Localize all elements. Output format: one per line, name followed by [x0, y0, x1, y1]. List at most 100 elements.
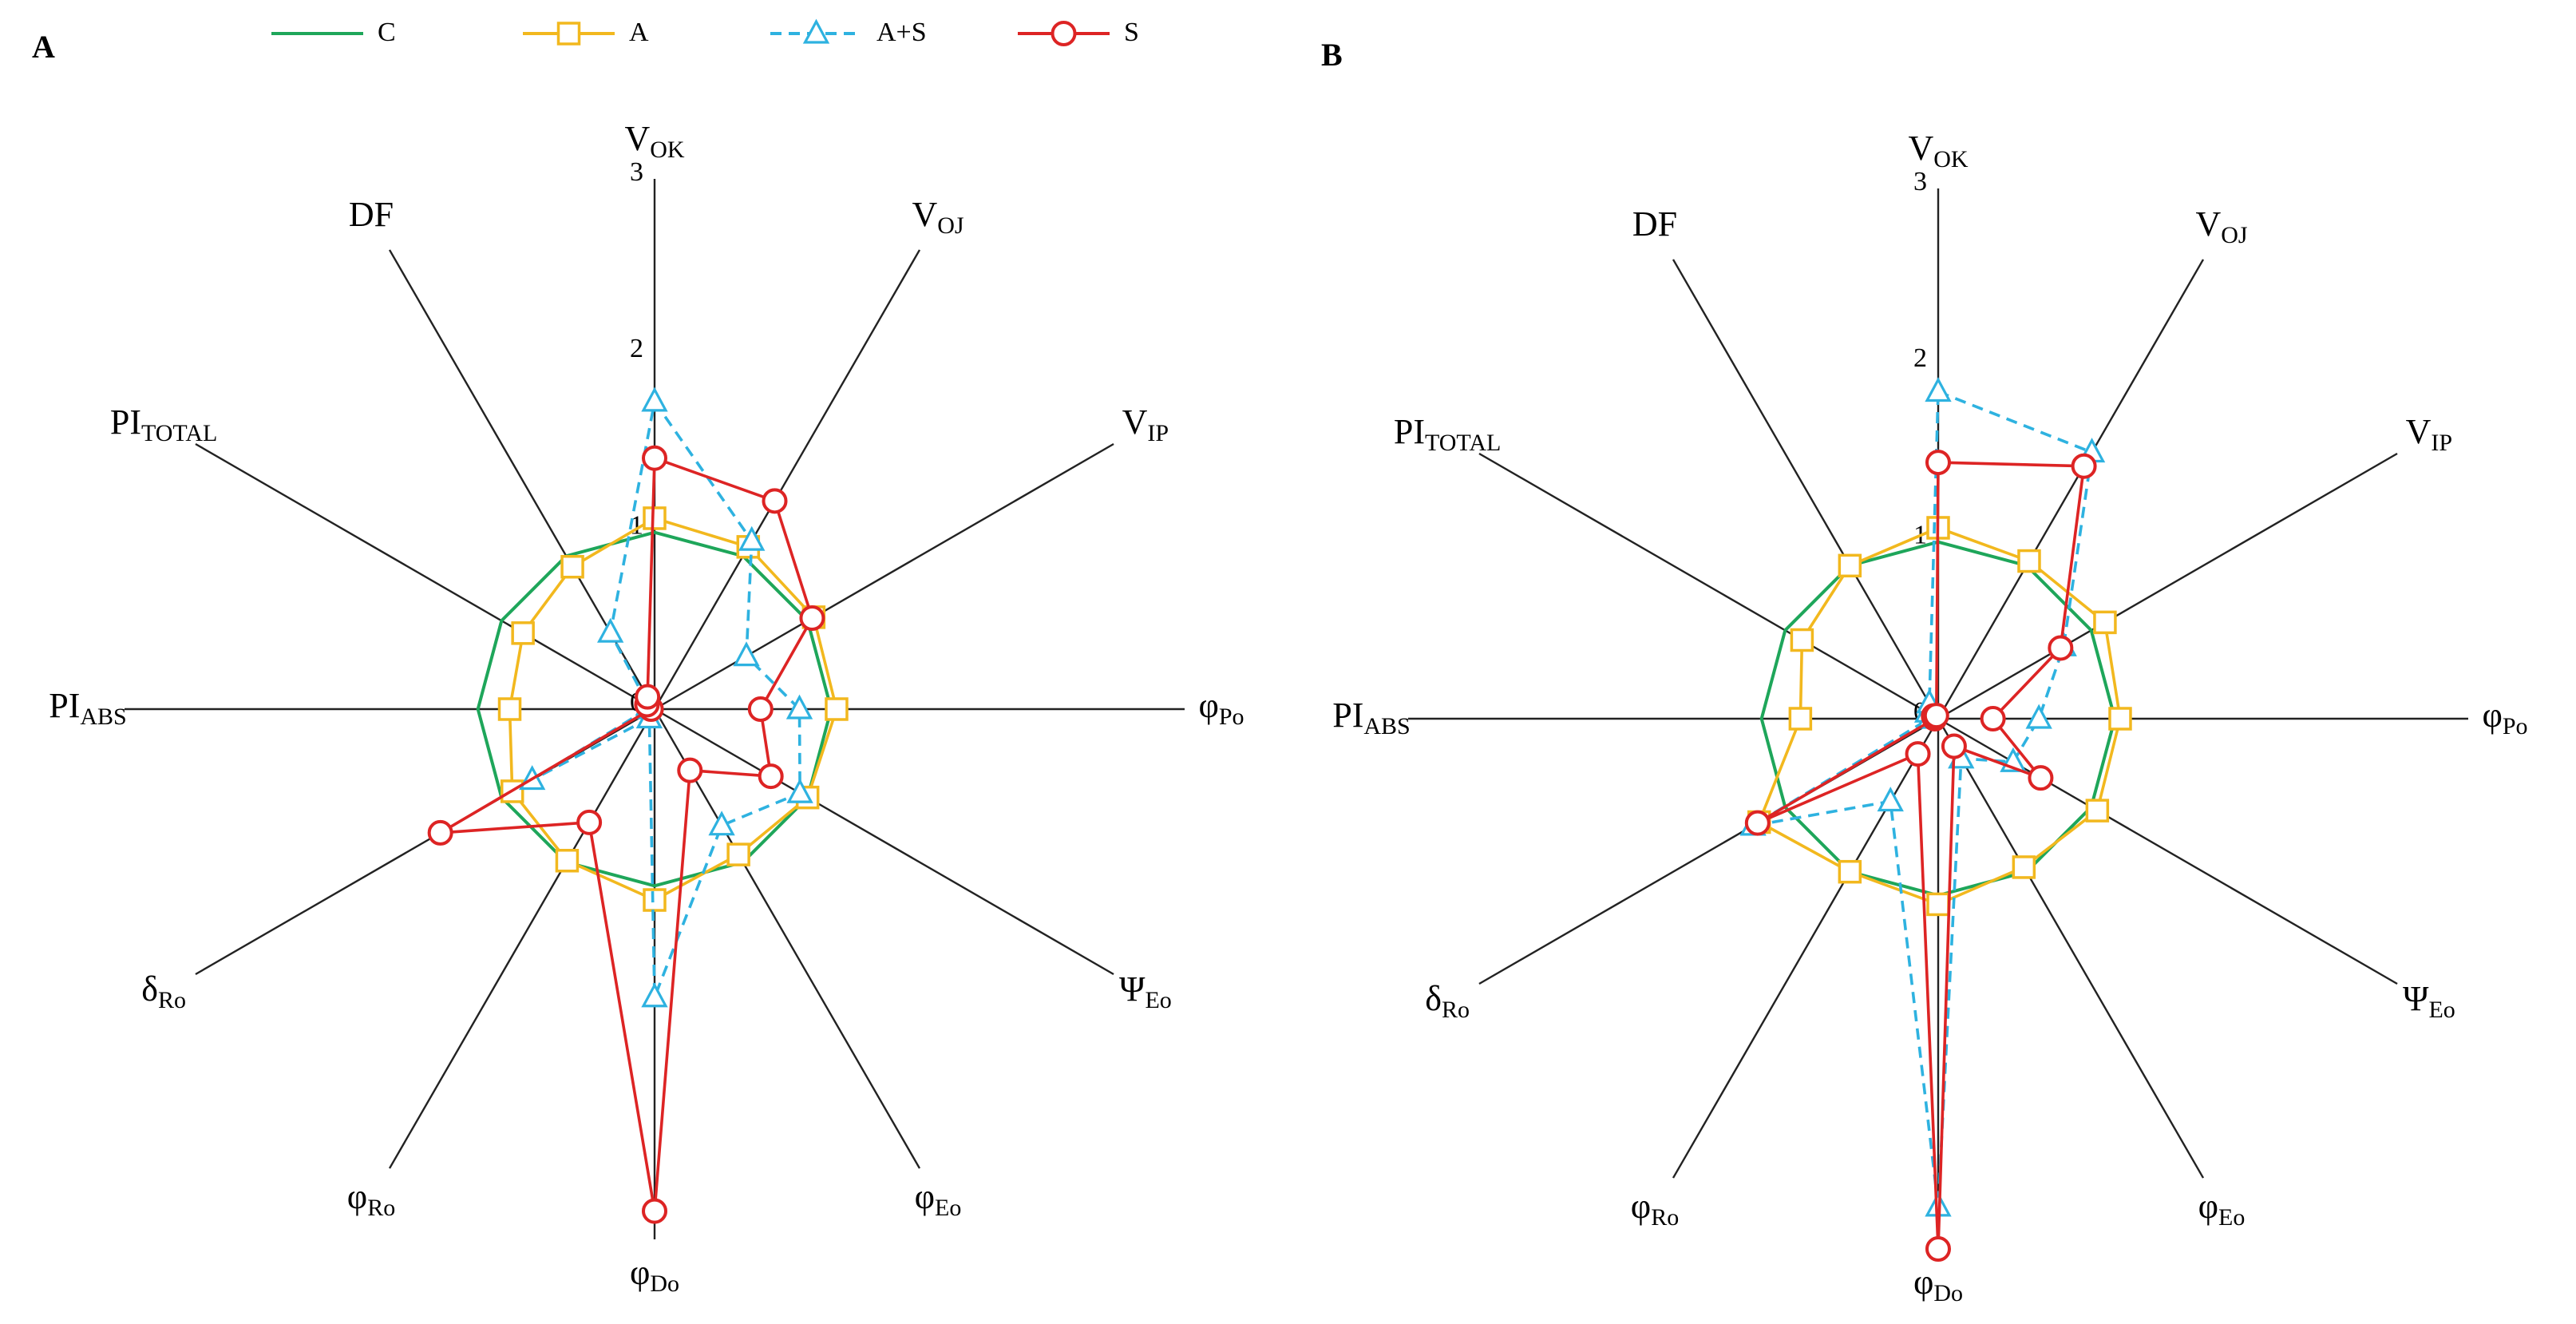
series-a-a-point-5 [726, 842, 750, 866]
spoke-a-4 [654, 708, 1114, 976]
axis-label-b-3: φPo [2482, 696, 2527, 739]
series-a-as-point-11 [596, 617, 624, 643]
series-b-s-point-11 [1923, 703, 1949, 729]
spoke-b-11 [1672, 259, 1940, 719]
legend-label-a: A [629, 18, 649, 47]
series-a-as-point-6 [641, 982, 668, 1008]
legend-label-s: S [1124, 18, 1139, 47]
legend: C A A+S S [271, 18, 1139, 47]
tick-label-a-3: 3 [630, 157, 643, 187]
series-a-as-point-0 [641, 386, 668, 412]
radar-panel-b: B0123VOKVOJVIPφPoΨEoφEoφDoφRoδRoPIABSPIT… [1321, 37, 2528, 1306]
series-a-as-point-4 [786, 778, 813, 803]
series-a-as-point-1 [738, 525, 766, 551]
series-b-a-point-3 [2108, 707, 2132, 731]
series-b-a-point-4 [2085, 799, 2110, 823]
series-a-s-point-6 [642, 1198, 667, 1224]
spoke-b-2 [1937, 452, 2398, 720]
series-b-as-point-0 [1925, 377, 1952, 402]
spoke-b-10 [1478, 452, 1939, 720]
series-b-a-point-9 [1788, 707, 1813, 731]
axis-label-b-5: φEo [2198, 1187, 2246, 1231]
series-a-as-point-3 [785, 694, 813, 719]
series-a-s-point-4 [758, 763, 784, 790]
axis-label-a-11: DF [349, 195, 394, 234]
series-b-a-point-1 [2017, 549, 2041, 573]
series-b-s-point-3 [1980, 706, 2006, 731]
series-b-s-point-8 [1744, 810, 1771, 836]
series-a-a-point-6 [643, 888, 667, 912]
tick-label-a-1: 1 [630, 510, 643, 540]
legend-entry-c: C [271, 18, 396, 47]
legend-entry-as: A+S [770, 18, 927, 47]
series-b-a-point-5 [2012, 855, 2036, 879]
legend-label-as: A+S [876, 18, 927, 47]
axis-label-a-10: PITOTAL [110, 402, 218, 446]
axis-label-b-6: φDo [1913, 1263, 1963, 1306]
series-a-as-point-5 [708, 811, 735, 836]
legend-marker-a-point-0 [556, 22, 581, 46]
axis-label-a-8: δRo [141, 969, 186, 1013]
series-b-a-point-11 [1838, 553, 1862, 578]
tick-label-b-3: 3 [1913, 167, 1927, 196]
series-a-a-point-0 [643, 506, 667, 530]
axis-label-b-9: PIABS [1332, 696, 1410, 739]
axis-label-a-0: VOK [624, 119, 684, 163]
series-b-as-point-3 [2025, 704, 2052, 729]
series-b-as-point-7 [1877, 787, 1904, 812]
series-a-s-point-2 [799, 605, 825, 632]
axis-label-a-6: φDo [630, 1253, 679, 1297]
series-a-s [427, 445, 825, 1224]
panel-label-b: B [1321, 37, 1343, 73]
series-b-s-point-7 [1905, 741, 1931, 767]
series-a-a-point-10 [511, 621, 535, 645]
series-a-a-point-11 [560, 554, 584, 579]
axis-label-a-1: VOJ [912, 195, 964, 239]
spoke-b-5 [1937, 718, 2205, 1179]
series-a-as-point-2 [733, 641, 760, 667]
series-a-s-point-7 [576, 809, 603, 835]
spoke-a-5 [653, 708, 921, 1169]
series-b-s-point-6 [1925, 1236, 1951, 1262]
axis-label-b-0: VOK [1908, 129, 1968, 172]
legend-entry-a: A [523, 18, 649, 47]
series-a-s-point-1 [762, 488, 788, 514]
axis-label-a-9: PIABS [49, 686, 126, 730]
series-a-a-point-7 [555, 849, 580, 873]
series-a-a-point-3 [825, 697, 849, 721]
series-a-s-point-5 [677, 757, 703, 783]
panel-label-a: A [32, 29, 55, 65]
axis-label-a-5: φEo [915, 1177, 962, 1221]
series-a-s-point-8 [427, 819, 453, 846]
series-a-a-point-9 [497, 697, 522, 721]
series-b-s-point-1 [2071, 453, 2097, 479]
axis-label-a-4: ΨEo [1119, 969, 1172, 1013]
series-b-s-point-5 [1941, 733, 1967, 759]
axis-label-b-2: VIP [2406, 412, 2452, 456]
series-b-a-point-6 [1926, 892, 1950, 917]
legend-entry-s: S [1018, 18, 1139, 47]
axis-label-b-4: ΨEo [2403, 979, 2455, 1023]
axis-label-b-1: VOJ [2195, 204, 2247, 248]
axis-label-b-10: PITOTAL [1394, 412, 1502, 456]
spoke-a-1 [653, 249, 921, 710]
axis-label-b-7: φRo [1631, 1187, 1679, 1231]
series-a-s-point-3 [747, 696, 774, 722]
axis-label-a-2: VIP [1122, 402, 1169, 446]
spoke-a-2 [654, 442, 1114, 711]
series-b-a [1747, 516, 2132, 917]
axis-label-a-3: φPo [1198, 686, 1244, 730]
series-b-a-point-2 [2093, 610, 2117, 635]
series-a-s-point-11 [635, 684, 661, 710]
spoke-a-10 [195, 442, 655, 711]
tick-label-a-2: 2 [630, 334, 643, 363]
radar-panel-a: A0123VOKVOJVIPφPoΨEoφEoφDoφRoδRoPIABSPIT… [32, 29, 1244, 1297]
series-b-s-point-2 [2048, 635, 2074, 661]
axis-label-a-7: φRo [347, 1177, 395, 1221]
legend-marker-as-point-0 [802, 18, 830, 44]
legend-marker-s-point-0 [1051, 21, 1077, 46]
series-b-s-point-0 [1925, 450, 1951, 476]
series-a-s-point-0 [642, 445, 667, 471]
axis-label-b-8: δRo [1425, 979, 1470, 1023]
